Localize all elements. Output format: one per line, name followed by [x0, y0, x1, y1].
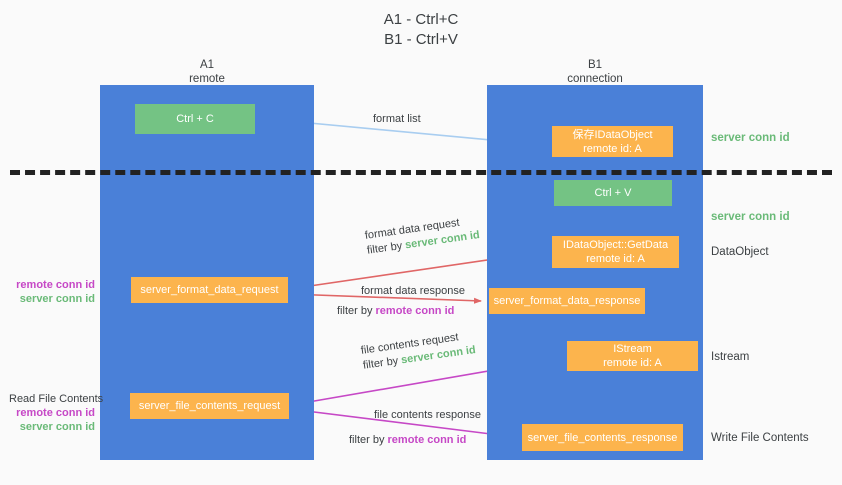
box-ctrl-v[interactable]: Ctrl + V — [554, 180, 672, 206]
label-format-data-request-filter-prefix: filter by — [366, 239, 407, 257]
page-title: A1 - Ctrl+C B1 - Ctrl+V — [383, 11, 459, 48]
label-file-contents-response-line1: file contents response — [374, 409, 482, 421]
note-server-conn-id-mid: server conn id — [711, 211, 790, 223]
note-dataobject: DataObject — [711, 246, 769, 258]
box-ctrl-c[interactable]: Ctrl + C — [135, 104, 255, 134]
box-idataobject-getdata[interactable]: IDataObject::GetData remote id: A — [552, 236, 679, 268]
box-data-object-line1: 保存IDataObject — [572, 128, 653, 141]
box-format-data-request-label: server_format_data_request — [140, 284, 279, 296]
box-ctrl-v-label: Ctrl + V — [594, 187, 632, 199]
label-format-data-response-filter-prefix: filter by — [337, 305, 376, 317]
label-format-data-response-line1: format data response — [361, 285, 465, 297]
label-file-contents-response-filter-value: remote conn id — [387, 434, 467, 446]
note-server-conn-id-top: server conn id — [711, 132, 790, 144]
box-data-object-line2: remote id: A — [583, 142, 642, 155]
note-write-file-contents: Write File Contents — [711, 432, 809, 444]
box-server-format-data-response[interactable]: server_format_data_response — [489, 288, 645, 314]
box-file-contents-response-label: server_file_contents_response — [527, 431, 678, 444]
box-file-contents-request-label: server_file_contents_request — [138, 400, 281, 412]
box-istream-line2: remote id: A — [603, 357, 662, 369]
label-format-data-response-filter-value: remote conn id — [375, 305, 455, 317]
note-remote-conn-id-2: remote conn id — [16, 407, 95, 419]
box-data-object[interactable]: 保存IDataObject remote id: A — [552, 126, 673, 157]
label-format-data-response-filter: filter by remote conn id — [337, 304, 454, 319]
note-server-conn-id-1: server conn id — [19, 293, 95, 305]
box-server-file-contents-request[interactable]: server_file_contents_request — [130, 393, 289, 419]
column-header-a1: A1 remote — [189, 59, 225, 85]
box-server-file-contents-response[interactable]: server_file_contents_response — [522, 424, 683, 451]
label-file-contents-response-filter-prefix: filter by — [349, 434, 388, 446]
arrow-format-data-response — [288, 293, 482, 304]
note-istream: Istream — [711, 351, 750, 363]
timeline-divider — [10, 170, 832, 175]
note-server-conn-id-2: server conn id — [19, 421, 95, 433]
label-format-list: format list — [373, 113, 421, 125]
note-format-conn-ids: remote conn id server conn id — [9, 278, 95, 306]
arrow-file-contents-response — [289, 408, 516, 440]
note-read-file-contents-group: Read File Contents remote conn id server… — [9, 392, 104, 434]
box-server-format-data-request[interactable]: server_format_data_request — [131, 277, 288, 303]
box-ctrl-c-label: Ctrl + C — [176, 113, 214, 125]
box-istream-line1: IStream — [613, 343, 652, 355]
label-file-contents-request-filter-prefix: filter by — [362, 354, 403, 372]
column-header-b1: B1 connection — [567, 59, 623, 85]
label-file-contents-response-filter: filter by remote conn id — [349, 433, 466, 448]
box-istream[interactable]: IStream remote id: A — [567, 341, 698, 371]
note-read-file-contents-title: Read File Contents — [9, 393, 104, 405]
box-getdata-line1: IDataObject::GetData — [562, 239, 669, 251]
label-format-data-response: format data response — [361, 284, 465, 299]
box-getdata-line2: remote id: A — [586, 253, 645, 265]
label-file-contents-response: file contents response — [374, 408, 481, 423]
box-format-data-response-label: server_format_data_response — [493, 295, 641, 307]
note-remote-conn-id-1: remote conn id — [16, 279, 95, 291]
